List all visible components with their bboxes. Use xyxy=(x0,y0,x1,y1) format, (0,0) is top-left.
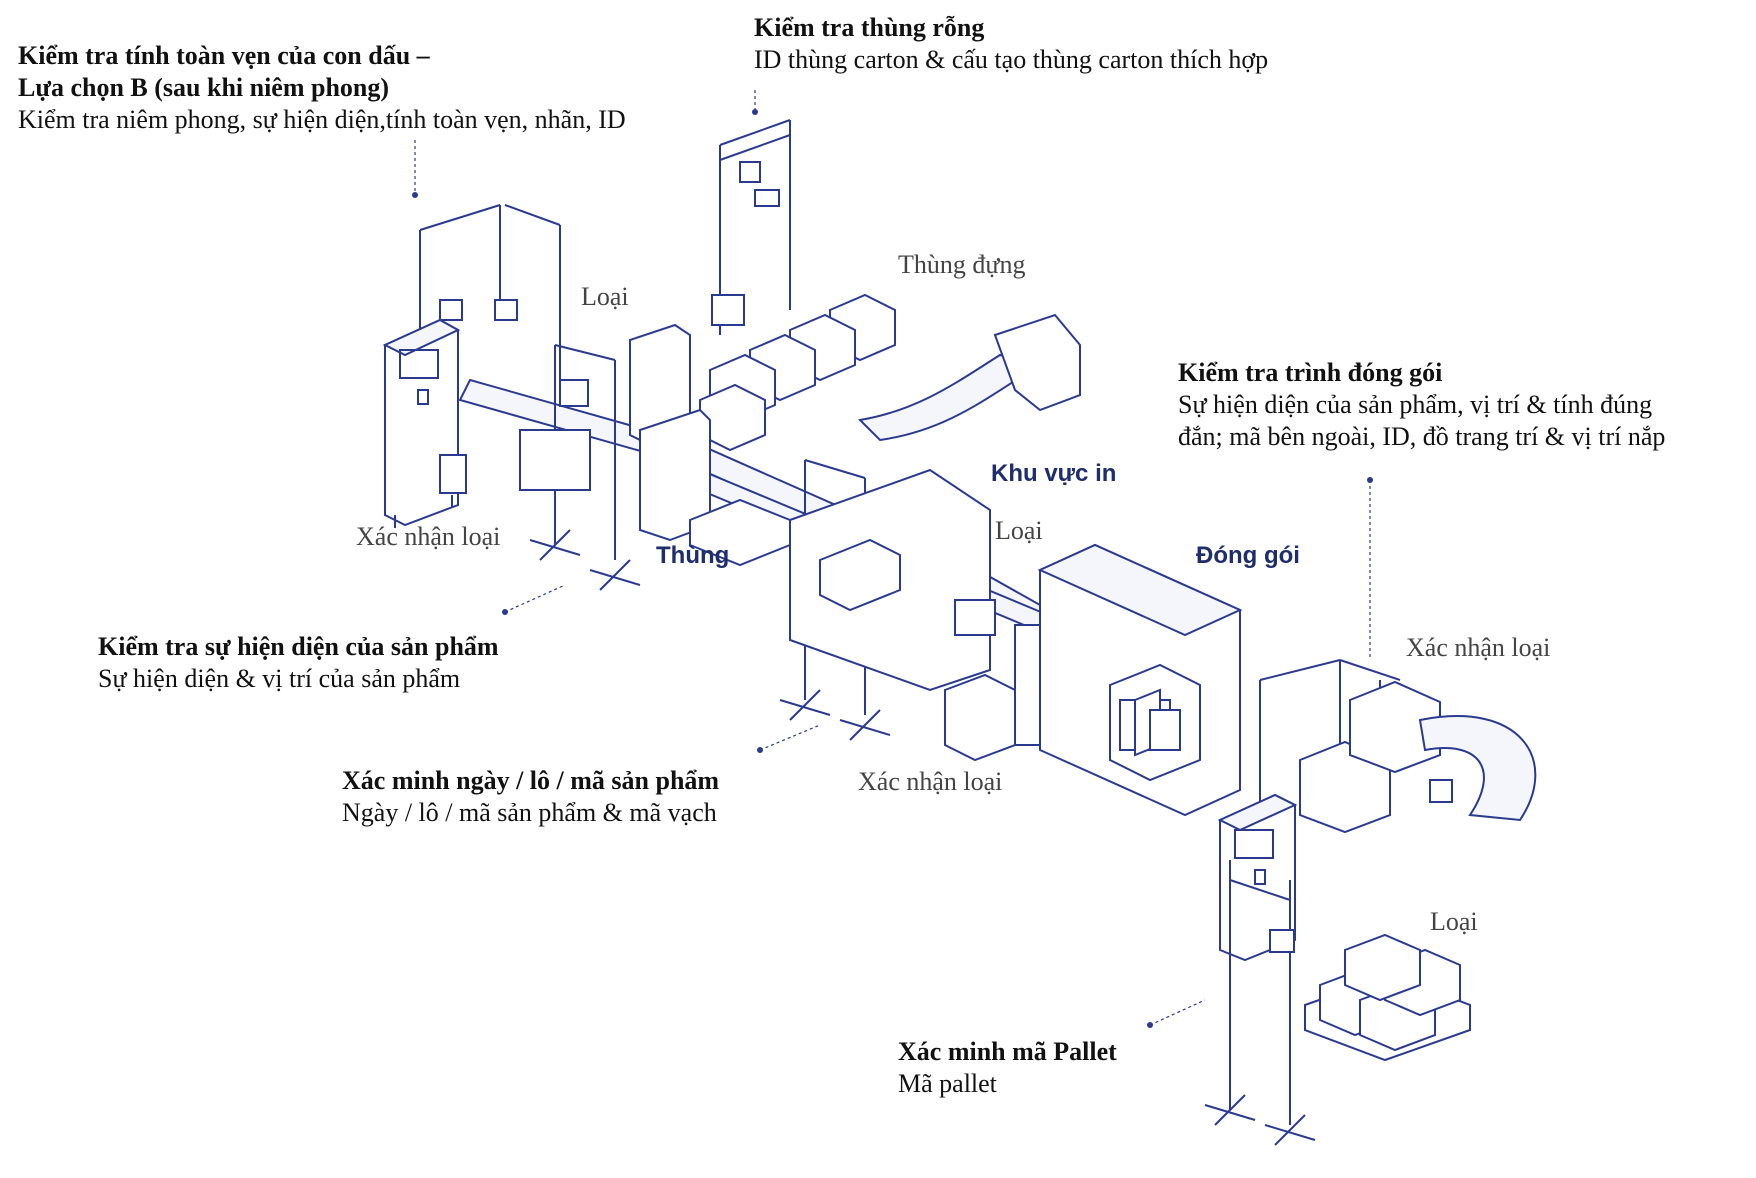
product-presence-title: Kiểm tra sự hiện diện của sản phẩm xyxy=(98,632,499,661)
pallet-check-cabinet xyxy=(1204,793,1316,1146)
product-presence-callout: Kiểm tra sự hiện diện của sản phẩm Sự hi… xyxy=(98,631,499,695)
empty-box-callout: Kiểm tra thùng rỗng ID thùng carton & cấ… xyxy=(754,12,1268,76)
pallet-with-boxes xyxy=(1304,933,1471,1062)
packing-inspection-callout: Kiểm tra trình đóng gói Sự hiện diện của… xyxy=(1178,357,1665,453)
seal-integrity-title-line2: Lựa chọn B (sau khi niêm phong) xyxy=(18,73,390,102)
pallet-title: Xác minh mã Pallet xyxy=(898,1037,1117,1066)
seal-integrity-callout: Kiểm tra tính toàn vẹn của con dấu – Lựa… xyxy=(18,40,626,136)
print-area-frames xyxy=(779,459,996,741)
box-feeder xyxy=(857,313,1081,442)
product-presence-description: Sự hiện diện & vị trí của sản phẩm xyxy=(98,664,461,693)
confirm-reject-label-3: Xác nhận loại xyxy=(858,767,1003,796)
zone-packing-label: Đóng gói xyxy=(1196,542,1300,569)
seal-integrity-description: Kiểm tra niêm phong, sự hiện diện,tính t… xyxy=(18,105,626,134)
empty-box-inspection-tower xyxy=(711,119,791,335)
empty-box-title: Kiểm tra thùng rỗng xyxy=(754,13,985,42)
packing-inspection-area xyxy=(1259,659,1537,834)
date-lot-callout: Xác minh ngày / lô / mã sản phẩm Ngày / … xyxy=(342,765,719,829)
reject-label-2: Loại xyxy=(995,516,1043,545)
leader-lines xyxy=(412,90,1373,1028)
reject-label-3: Loại xyxy=(1430,907,1478,936)
seal-inspection-cabinet xyxy=(382,318,467,528)
packing-inspection-description-line1: Sự hiện diện của sản phẩm, vị trí & tính… xyxy=(1178,390,1653,419)
container-label: Thùng đựng xyxy=(898,250,1026,279)
packing-inspection-description-line2: đắn; mã bên ngoài, ID, đồ trang trí & vị… xyxy=(1178,422,1666,451)
seal-integrity-title-line1: Kiểm tra tính toàn vẹn của con dấu – xyxy=(18,41,430,70)
empty-box-description: ID thùng carton & cấu tạo thùng carton t… xyxy=(754,45,1269,74)
zone-box-label: Thùng xyxy=(656,542,730,569)
box-machine xyxy=(629,323,791,567)
confirm-reject-label-2: Xác nhận loại xyxy=(1406,633,1551,662)
packing-inspection-title: Kiểm tra trình đóng gói xyxy=(1178,358,1443,387)
packing-machine xyxy=(1037,543,1243,817)
carton-boxes xyxy=(699,293,896,452)
pallet-callout: Xác minh mã Pallet Mã pallet xyxy=(898,1036,1117,1100)
pallet-description: Mã pallet xyxy=(898,1069,997,1098)
date-lot-description: Ngày / lô / mã sản phẩm & mã vạch xyxy=(342,798,717,827)
zone-print-area-label: Khu vực in xyxy=(991,460,1117,487)
confirm-reject-label-1: Xác nhận loại xyxy=(356,522,501,551)
seal-inspection-frames xyxy=(419,204,641,591)
reject-label-1: Loại xyxy=(581,282,629,311)
date-lot-title: Xác minh ngày / lô / mã sản phẩm xyxy=(342,766,720,795)
